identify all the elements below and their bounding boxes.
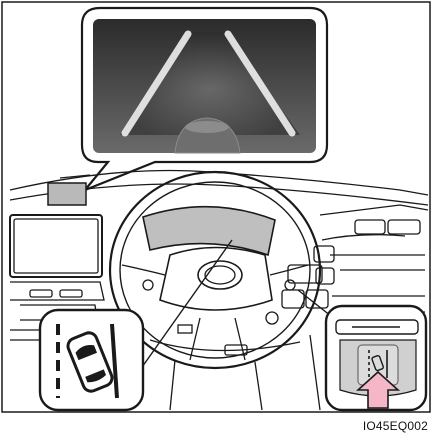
hud-unit bbox=[48, 183, 86, 205]
display-callout bbox=[82, 8, 327, 190]
switch-callout bbox=[326, 306, 426, 410]
figure-code: IO45EQ002 bbox=[363, 419, 428, 433]
meter-indicator-callout bbox=[40, 310, 143, 410]
